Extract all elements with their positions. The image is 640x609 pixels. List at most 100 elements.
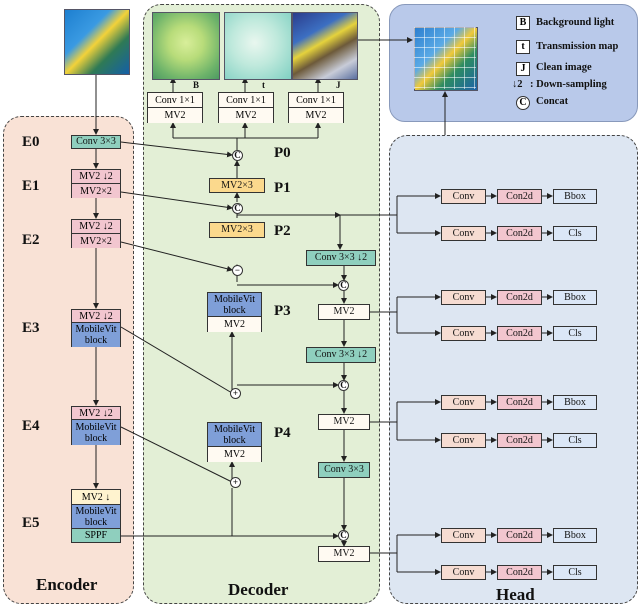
head-row3-bbox: Bbox	[553, 290, 597, 305]
e0-conv-block: Conv 3×3	[71, 135, 121, 149]
head-row7-bbox: Bbox	[553, 528, 597, 543]
legend-text-down: : Down-sampling	[530, 79, 607, 90]
head-t-conv: Conv 1×1	[219, 93, 273, 108]
concat-node-right-b: C	[338, 380, 349, 391]
input-image	[64, 9, 130, 75]
head-row3-con2d: Con2d	[497, 290, 542, 305]
head-row6-cls: Cls	[553, 433, 597, 448]
add-node-p4: +	[230, 477, 241, 488]
legend-key-t: t	[516, 40, 530, 54]
p4-stack: MobileVit block MV2	[207, 422, 262, 462]
head-row2-cls: Cls	[553, 226, 597, 241]
p3-mobilevit-block: MobileVit block	[208, 293, 261, 317]
e5-mv2-down: MV2 ↓	[72, 490, 120, 505]
head-row7-conv: Conv	[441, 528, 486, 543]
concat-node-p0: C	[232, 150, 243, 161]
legend-text-concat: Concat	[536, 96, 569, 107]
concat-node-p1: C	[232, 203, 243, 214]
head-row2-con2d: Con2d	[497, 226, 542, 241]
right-mv2-b: MV2	[318, 414, 370, 430]
p3-mv2: MV2	[208, 317, 261, 332]
stage-label-p1: P1	[274, 180, 291, 196]
e2-stack: MV2 ↓2 MV2×2	[71, 219, 121, 248]
decoder-title: Decoder	[228, 580, 289, 599]
image-label-t: t	[262, 80, 265, 90]
p1-mv2x3: MV2×3	[209, 178, 265, 193]
stage-label-p2: P2	[274, 223, 291, 239]
head-row2-conv: Conv	[441, 226, 486, 241]
right-mv2-a: MV2	[318, 304, 370, 320]
e3-mv2-down: MV2 ↓2	[72, 310, 120, 323]
e2-mv2x2: MV2×2	[72, 234, 120, 248]
right-mv2-c: MV2	[318, 546, 370, 562]
head-b-conv: Conv 1×1	[148, 93, 202, 108]
head-t-stack: Conv 1×1 MV2	[218, 92, 274, 123]
e3-stack: MV2 ↓2 MobileVit block	[71, 309, 121, 347]
head-row1-con2d: Con2d	[497, 189, 542, 204]
head-b-stack: Conv 1×1 MV2	[147, 92, 203, 123]
stage-label-p4: P4	[274, 425, 291, 441]
legend-key-b: B	[516, 16, 530, 30]
encoder-title: Encoder	[36, 575, 98, 594]
head-j-conv: Conv 1×1	[289, 93, 343, 108]
head-row4-cls: Cls	[553, 326, 597, 341]
stage-label-e4: E4	[22, 418, 40, 434]
p3-stack: MobileVit block MV2	[207, 292, 262, 332]
e3-mobilevit-block: MobileVit block	[72, 323, 120, 347]
head-row5-con2d: Con2d	[497, 395, 542, 410]
e1-mv2-down: MV2 ↓2	[72, 170, 120, 184]
legend-key-down: ↓2	[512, 79, 523, 90]
concat-node-right-c: C	[338, 530, 349, 541]
add-node-p3: +	[230, 388, 241, 399]
stage-label-e2: E2	[22, 232, 40, 248]
legend-key-j: J	[516, 62, 530, 76]
e5-sppf: SPPF	[72, 529, 120, 542]
head-row6-conv: Conv	[441, 433, 486, 448]
e4-stack: MV2 ↓2 MobileVit block	[71, 406, 121, 445]
clean-image	[292, 12, 358, 80]
head-row5-bbox: Bbox	[553, 395, 597, 410]
head-j-mv2: MV2	[289, 108, 343, 123]
head-title: Head	[496, 585, 535, 604]
background-light-image	[152, 12, 220, 80]
e4-mobilevit-block: MobileVit block	[72, 420, 120, 445]
output-image-grid	[414, 27, 476, 89]
e5-stack: MV2 ↓ MobileVit block SPPF	[71, 489, 121, 543]
e5-mobilevit-block: MobileVit block	[72, 505, 120, 529]
head-row8-cls: Cls	[553, 565, 597, 580]
right-conv-a: Conv 3×3 ↓2	[306, 250, 376, 266]
right-conv-b: Conv 3×3 ↓2	[306, 347, 376, 363]
stage-label-e0: E0	[22, 134, 40, 150]
head-row7-con2d: Con2d	[497, 528, 542, 543]
image-label-b: B	[193, 80, 200, 90]
head-row8-con2d: Con2d	[497, 565, 542, 580]
legend-text-b: Background light	[536, 17, 615, 28]
p2-mv2x3: MV2×3	[209, 222, 265, 238]
concat-node-right-a: C	[338, 280, 349, 291]
head-row1-conv: Conv	[441, 189, 486, 204]
e1-mv2x2: MV2×2	[72, 184, 120, 198]
head-row6-con2d: Con2d	[497, 433, 542, 448]
head-t-mv2: MV2	[219, 108, 273, 123]
transmission-map-image	[224, 12, 292, 80]
e4-mv2-down: MV2 ↓2	[72, 407, 120, 420]
legend-text-t: Transmission map	[536, 41, 619, 52]
head-row4-conv: Conv	[441, 326, 486, 341]
e2-mv2-down: MV2 ↓2	[72, 220, 120, 234]
head-row5-conv: Conv	[441, 395, 486, 410]
head-j-stack: Conv 1×1 MV2	[288, 92, 344, 123]
legend-key-concat: C	[516, 96, 530, 110]
head-row3-conv: Conv	[441, 290, 486, 305]
head-row1-bbox: Bbox	[553, 189, 597, 204]
image-label-j: J	[336, 80, 341, 90]
stage-label-p3: P3	[274, 303, 291, 319]
p4-mv2: MV2	[208, 447, 261, 462]
minus-node-p2: −	[232, 265, 243, 276]
stage-label-p0: P0	[274, 145, 291, 161]
stage-label-e3: E3	[22, 320, 40, 336]
stage-label-e1: E1	[22, 178, 40, 194]
p4-mobilevit-block: MobileVit block	[208, 423, 261, 447]
head-panel	[389, 135, 638, 604]
legend-text-j: Clean image	[536, 62, 592, 73]
